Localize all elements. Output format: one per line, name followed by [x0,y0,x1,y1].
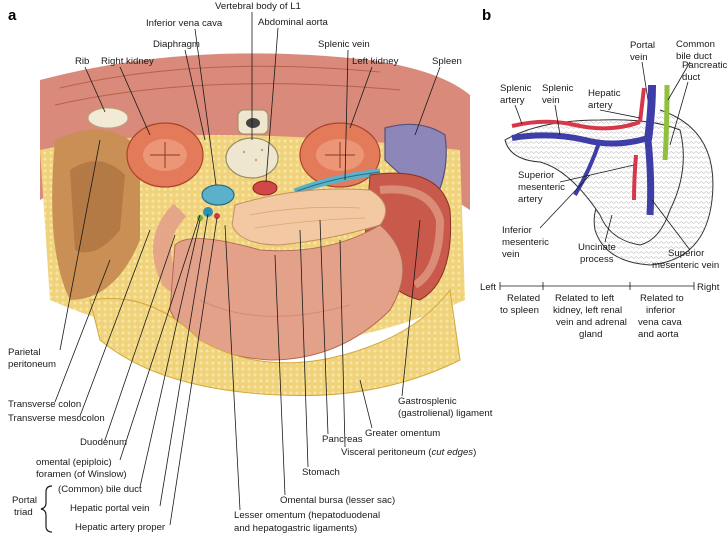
label-greater-omentum: Greater omentum [365,428,440,439]
label-b-region-right-2: inferior [646,305,676,316]
label-hepatic-artery-proper: Hepatic artery proper [75,522,166,533]
label-b-right: Right [697,282,720,293]
label-pancreas: Pancreas [322,434,363,445]
pancreas-diagram [504,84,714,266]
panel-a-leader-lines [54,12,441,526]
hepatic-artery [638,87,646,123]
label-visceral-peritoneum: Visceral peritoneum (cut edges) [341,447,476,458]
label-b-splenic-vein-1: Splenic [542,83,574,94]
label-b-region-mid-1: Related to left [555,293,615,304]
label-b-region-left-2: to spleen [500,305,539,316]
label-b-portal-vein-1: Portal [630,40,655,51]
label-b-smv-1: Superior [668,248,705,259]
label-b-splenic-artery-1: Splenic [500,83,532,94]
label-b-splenic-vein-2: vein [542,95,560,106]
left-kidney-shape [299,122,381,188]
label-transverse-mesocolon: Transverse mesocolon [8,413,105,424]
panel-b-labels: Portal vein Common bile duct Splenic art… [480,39,728,340]
superior-mesenteric-artery [632,154,638,201]
label-left-kidney: Left kidney [352,56,399,67]
label-b-hepatic-artery-2: artery [588,100,613,111]
label-omental-foramen-2: foramen (of Winslow) [36,469,127,480]
label-parietal-1: Parietal [8,347,41,358]
label-diaphragm: Diaphragm [153,39,200,50]
label-b-smv-2: mesenteric vein [652,260,719,271]
label-bile-duct: (Common) bile duct [58,484,142,495]
label-b-splenic-artery-2: artery [500,95,525,106]
label-b-region-mid-3: vein and adrenal [556,317,627,328]
splenic-vein [511,132,649,147]
aorta-shape [252,180,278,196]
inferior-mesenteric-vein [573,139,602,197]
label-b-imv-2: mesenteric [502,237,549,248]
label-lesser-omentum-1: Lesser omentum (hepatoduodenal [234,510,380,521]
label-spleen: Spleen [432,56,462,67]
label-b-sma-2: mesenteric [518,182,565,193]
common-bile-duct [662,84,670,161]
panel-a-letter: a [8,7,17,24]
label-b-region-mid-4: gland [579,329,602,340]
superior-mesenteric-vein [644,139,655,216]
panel-a-labels: Vertebral body of L1 Inferior vena cava … [8,1,493,534]
label-gastrosplenic-2: (gastrolienal) ligament [398,408,493,419]
label-b-left: Left [480,282,496,293]
label-b-pancreatic-duct-2: duct [682,72,700,83]
panel-b-letter: b [482,7,491,24]
rib-shape [87,107,129,129]
label-b-sma-1: Superior [518,170,555,181]
label-b-region-mid-2: kidney, left renal [553,305,622,316]
label-vertebral-body: Vertebral body of L1 [215,1,301,12]
label-rib: Rib [75,56,89,67]
portal-triad-shape [197,207,220,221]
label-portal-triad-1: Portal [12,495,37,506]
label-portal-triad-2: triad [14,507,33,518]
region-scale-bar [499,282,695,290]
label-b-cbd-1: Common [676,39,715,50]
label-b-uncinate-1: Uncinate [578,242,616,253]
label-transverse-colon: Transverse colon [8,399,81,410]
label-parietal-2: peritoneum [8,359,56,370]
cross-section-illustration [40,53,470,397]
label-b-region-left-1: Related [507,293,540,304]
label-b-uncinate-2: process [580,254,614,265]
right-kidney-shape [126,122,204,188]
portal-vein [644,84,656,141]
label-b-region-right-1: Related to [640,293,684,304]
label-omental-bursa: Omental bursa (lesser sac) [280,495,395,506]
pancreas-outline [504,119,684,246]
ivc-shape [201,184,235,206]
label-b-portal-vein-2: vein [630,52,648,63]
label-duodenum: Duodenum [80,437,127,448]
panel-b-leader-lines [514,61,691,251]
label-b-region-right-3: vena cava [638,317,682,328]
label-b-region-right-4: and aorta [638,329,679,340]
label-omental-foramen-1: omental (epiploic) [36,457,112,468]
label-gastrosplenic-1: Gastrosplenic [398,396,457,407]
label-splenic-vein: Splenic vein [318,39,370,50]
label-lesser-omentum-2: and hepatogastric ligaments) [234,523,357,534]
label-inferior-vena-cava: Inferior vena cava [146,18,223,29]
splenic-artery [511,119,641,131]
label-hepatic-portal-vein: Hepatic portal vein [70,503,149,514]
label-b-imv-3: vein [502,249,520,260]
label-abdominal-aorta: Abdominal aorta [258,17,329,28]
label-b-sma-3: artery [518,194,543,205]
label-b-cbd-2: bile duct [676,51,712,62]
portal-triad-brace [40,485,53,533]
label-stomach: Stomach [302,467,340,478]
label-right-kidney: Right kidney [101,56,154,67]
label-b-hepatic-artery-1: Hepatic [588,88,621,99]
label-b-imv-1: Inferior [502,225,533,236]
label-b-pancreatic-duct-1: Pancreatic [682,60,728,71]
